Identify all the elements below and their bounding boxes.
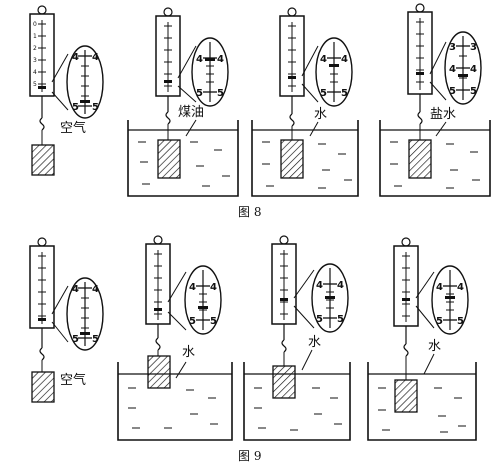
fig8-panel-saltwater: 盐水 3 3 4 4 5 5 bbox=[379, 3, 491, 197]
svg-text:3: 3 bbox=[449, 42, 456, 53]
metal-block bbox=[31, 144, 55, 176]
svg-text:4: 4 bbox=[449, 64, 456, 75]
svg-text:4: 4 bbox=[72, 284, 79, 295]
svg-text:4: 4 bbox=[217, 54, 224, 65]
svg-text:4: 4 bbox=[33, 69, 37, 76]
svg-text:5: 5 bbox=[92, 102, 99, 113]
medium-label: 空气 bbox=[60, 372, 86, 388]
svg-text:3: 3 bbox=[33, 57, 37, 64]
svg-text:4: 4 bbox=[92, 52, 99, 63]
figure-9: 空气 4 4 5 5 bbox=[29, 235, 477, 463]
svg-text:5: 5 bbox=[189, 316, 196, 327]
medium-label: 空气 bbox=[60, 120, 86, 136]
medium-label: 煤油 bbox=[178, 105, 204, 120]
svg-text:4: 4 bbox=[457, 282, 464, 293]
svg-text:4: 4 bbox=[337, 280, 344, 291]
svg-text:4: 4 bbox=[92, 284, 99, 295]
beaker bbox=[379, 120, 491, 197]
metal-block bbox=[280, 139, 304, 179]
svg-text:1: 1 bbox=[33, 33, 37, 40]
svg-text:5: 5 bbox=[33, 81, 37, 88]
metal-block bbox=[272, 365, 296, 399]
medium-label: 水 bbox=[308, 335, 321, 350]
beaker bbox=[367, 362, 477, 441]
medium-label: 水 bbox=[314, 107, 327, 122]
fig9-panel-water-3: 水 4 4 5 5 bbox=[367, 237, 477, 441]
svg-text:5: 5 bbox=[210, 316, 217, 327]
beaker bbox=[127, 120, 239, 197]
beaker bbox=[243, 362, 351, 441]
svg-text:5: 5 bbox=[337, 314, 344, 325]
medium-label: 水 bbox=[182, 345, 195, 360]
svg-text:5: 5 bbox=[341, 88, 348, 99]
svg-text:4: 4 bbox=[320, 54, 327, 65]
metal-block bbox=[147, 355, 171, 389]
fig9-panel-water-2: 水 4 4 5 5 bbox=[243, 235, 351, 441]
svg-text:5: 5 bbox=[196, 88, 203, 99]
fig8-panel-kerosene: 煤油 4 4 5 5 bbox=[127, 7, 239, 197]
svg-text:4: 4 bbox=[196, 54, 203, 65]
svg-text:0: 0 bbox=[33, 21, 37, 28]
svg-text:5: 5 bbox=[470, 86, 477, 97]
figure-caption: 图 9 bbox=[238, 449, 261, 463]
svg-text:3: 3 bbox=[470, 42, 477, 53]
medium-label: 水 bbox=[428, 339, 441, 354]
metal-block bbox=[157, 139, 181, 179]
svg-text:5: 5 bbox=[316, 314, 323, 325]
svg-text:5: 5 bbox=[92, 334, 99, 345]
medium-label: 盐水 bbox=[430, 107, 456, 122]
metal-block bbox=[408, 139, 432, 179]
fig9-panel-air: 空气 4 4 5 5 bbox=[29, 237, 104, 403]
beaker bbox=[117, 362, 233, 441]
svg-text:4: 4 bbox=[210, 282, 217, 293]
svg-text:4: 4 bbox=[189, 282, 196, 293]
svg-text:4: 4 bbox=[436, 282, 443, 293]
svg-text:5: 5 bbox=[72, 334, 79, 345]
svg-text:5: 5 bbox=[457, 316, 464, 327]
svg-text:4: 4 bbox=[470, 64, 477, 75]
metal-block bbox=[394, 379, 418, 413]
svg-text:5: 5 bbox=[320, 88, 327, 99]
metal-block bbox=[31, 371, 55, 403]
svg-text:5: 5 bbox=[72, 102, 79, 113]
svg-text:4: 4 bbox=[316, 280, 323, 291]
svg-text:5: 5 bbox=[217, 88, 224, 99]
scale-ticks: 0 1 2 3 4 5 bbox=[33, 21, 46, 88]
svg-text:5: 5 bbox=[436, 316, 443, 327]
fig8-panel-air: 0 1 2 3 4 5 空气 4 4 5 bbox=[29, 5, 104, 176]
figure-caption: 图 8 bbox=[238, 205, 261, 219]
fig8-panel-water: 水 4 4 5 5 bbox=[251, 7, 359, 197]
svg-text:4: 4 bbox=[341, 54, 348, 65]
svg-text:4: 4 bbox=[72, 52, 79, 63]
figure-8: 0 1 2 3 4 5 空气 4 4 5 bbox=[29, 3, 491, 219]
beaker bbox=[251, 120, 359, 197]
svg-text:2: 2 bbox=[33, 45, 37, 52]
fig9-panel-water-1: 水 4 4 5 5 bbox=[117, 235, 233, 441]
svg-text:5: 5 bbox=[449, 86, 456, 97]
